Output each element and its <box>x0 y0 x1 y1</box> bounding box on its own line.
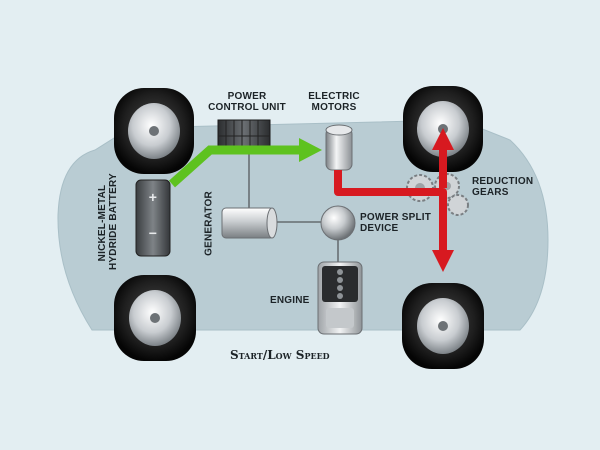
label-power-split-device: POWER SPLIT DEVICE <box>360 212 432 234</box>
mechanical-power-flow-arrow <box>334 128 454 272</box>
power-split-device <box>320 205 356 241</box>
engine <box>317 261 363 335</box>
battery <box>135 179 171 257</box>
electric-motor <box>325 124 353 171</box>
battery-minus-symbol: − <box>148 225 158 241</box>
wheel-rear-right <box>402 283 484 369</box>
label-reduction-gears: REDUCTION GEARS <box>472 176 534 198</box>
label-power-control-unit: POWER CONTROL UNIT <box>208 91 286 113</box>
label-battery: NICKEL-METAL HYDRIDE BATTERY <box>97 173 119 270</box>
generator <box>221 207 278 239</box>
battery-plus-symbol: + <box>148 189 158 205</box>
label-generator: GENERATOR <box>203 191 215 256</box>
wheel-front-left <box>114 88 194 174</box>
wheel-rear-left <box>114 275 196 361</box>
electric-power-flow-arrow <box>168 138 322 188</box>
label-electric-motors: ELECTRIC MOTORS <box>308 91 360 113</box>
label-engine: ENGINE <box>270 295 310 306</box>
diagram-caption: Start/Low Speed <box>230 348 330 362</box>
